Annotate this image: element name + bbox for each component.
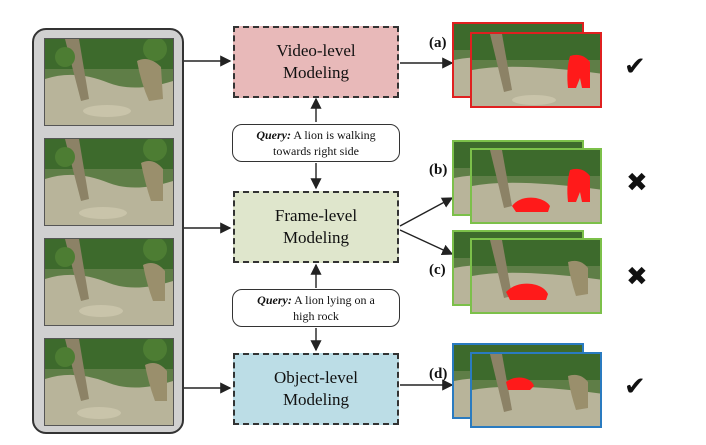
output-c-front-frame xyxy=(470,238,602,314)
output-a-front-frame xyxy=(470,32,602,108)
lion-scene-image xyxy=(45,39,173,125)
output-label-c: (c) xyxy=(429,262,446,278)
cross-mark-icon: ✖ xyxy=(626,168,648,198)
lion-scene-image xyxy=(45,339,173,425)
check-mark-icon: ✔ xyxy=(624,372,646,402)
input-frame-4 xyxy=(44,338,174,426)
query-label: Query: xyxy=(256,128,291,142)
arrow-frame-to-c xyxy=(399,229,454,255)
query-label: Query: xyxy=(257,293,292,307)
cross-mark-icon: ✖ xyxy=(626,262,648,292)
query-box-1: Query: A lion is walking towards right s… xyxy=(232,124,400,162)
lion-scene-image xyxy=(472,150,600,222)
input-frame-3 xyxy=(44,238,174,326)
query-box-2: Query: A lion lying on a high rock xyxy=(232,289,400,327)
frame-level-line2: Modeling xyxy=(282,228,350,247)
lion-mask xyxy=(512,197,550,212)
query-text-line1: A lion is walking xyxy=(293,128,376,142)
input-frame-2 xyxy=(44,138,174,226)
lion-scene-image xyxy=(472,354,600,426)
output-d-front-frame xyxy=(470,352,602,428)
object-level-line1: Object-level xyxy=(273,368,358,387)
input-frame-1 xyxy=(44,38,174,126)
output-b-front-frame xyxy=(470,148,602,224)
frame-level-line1: Frame-level xyxy=(274,206,358,225)
video-level-line2: Modeling xyxy=(282,63,350,82)
query-text-line2: towards right side xyxy=(273,144,359,158)
arrow-frame-to-b xyxy=(399,197,454,227)
input-frame-column xyxy=(32,28,184,434)
query-text-line2: high rock xyxy=(293,309,339,323)
lion-scene-image xyxy=(45,239,173,325)
lion-scene-image xyxy=(472,240,600,312)
output-label-a: (a) xyxy=(429,35,447,51)
output-label-b: (b) xyxy=(429,162,448,178)
lion-mask xyxy=(506,283,548,300)
lion-mask xyxy=(506,377,534,390)
query-text-line1: A lion lying on a xyxy=(294,293,375,307)
lion-mask xyxy=(567,168,590,202)
lion-scene-image xyxy=(45,139,173,225)
video-level-line1: Video-level xyxy=(276,41,356,60)
output-label-d: (d) xyxy=(429,366,448,382)
object-level-line2: Modeling xyxy=(282,390,350,409)
lion-scene-image xyxy=(472,34,600,106)
check-mark-icon: ✔ xyxy=(624,52,646,82)
lion-mask xyxy=(567,54,590,88)
